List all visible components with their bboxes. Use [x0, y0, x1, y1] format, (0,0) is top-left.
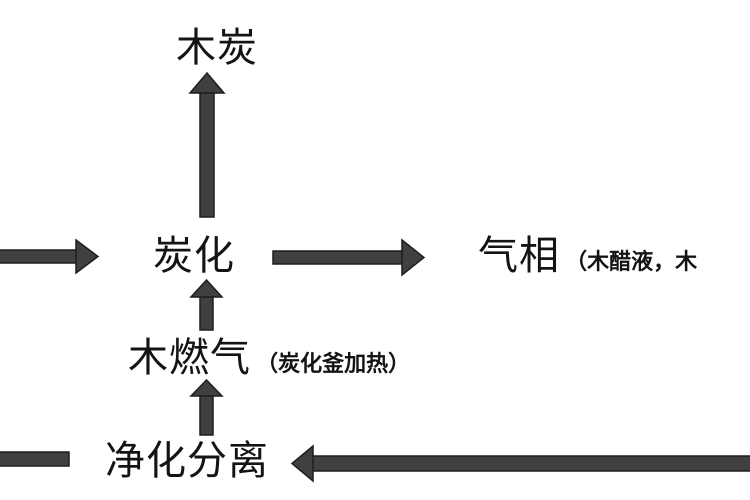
arrow-left-from-purification	[0, 451, 70, 467]
arrow-up-purification-to-wood-gas	[189, 378, 224, 436]
wood-gas-note: （炭化釜加热）	[256, 351, 411, 377]
charcoal-label: 木炭	[176, 25, 258, 71]
carbonization-label: 炭化	[153, 233, 235, 279]
node-wood-gas: 木燃气 （炭化釜加热）	[128, 338, 410, 378]
arrow-left-into-purification	[290, 444, 750, 483]
node-purification: 净化分离	[105, 441, 269, 481]
arrow-right-to-gas-phase	[272, 238, 426, 277]
arrow-right-into-carbonization	[0, 238, 100, 275]
arrow-up-to-charcoal	[188, 71, 226, 218]
gas-phase-note: （木醋液，木	[565, 249, 698, 275]
wood-gas-label: 木燃气	[128, 335, 251, 381]
node-charcoal: 木炭	[176, 28, 258, 68]
purification-label: 净化分离	[105, 438, 269, 484]
gas-phase-label: 气相	[478, 233, 560, 279]
node-gas-phase: 气相 （木醋液，木	[478, 236, 697, 276]
node-carbonization: 炭化	[153, 236, 235, 276]
arrow-up-wood-gas-to-carbonization	[189, 278, 224, 331]
